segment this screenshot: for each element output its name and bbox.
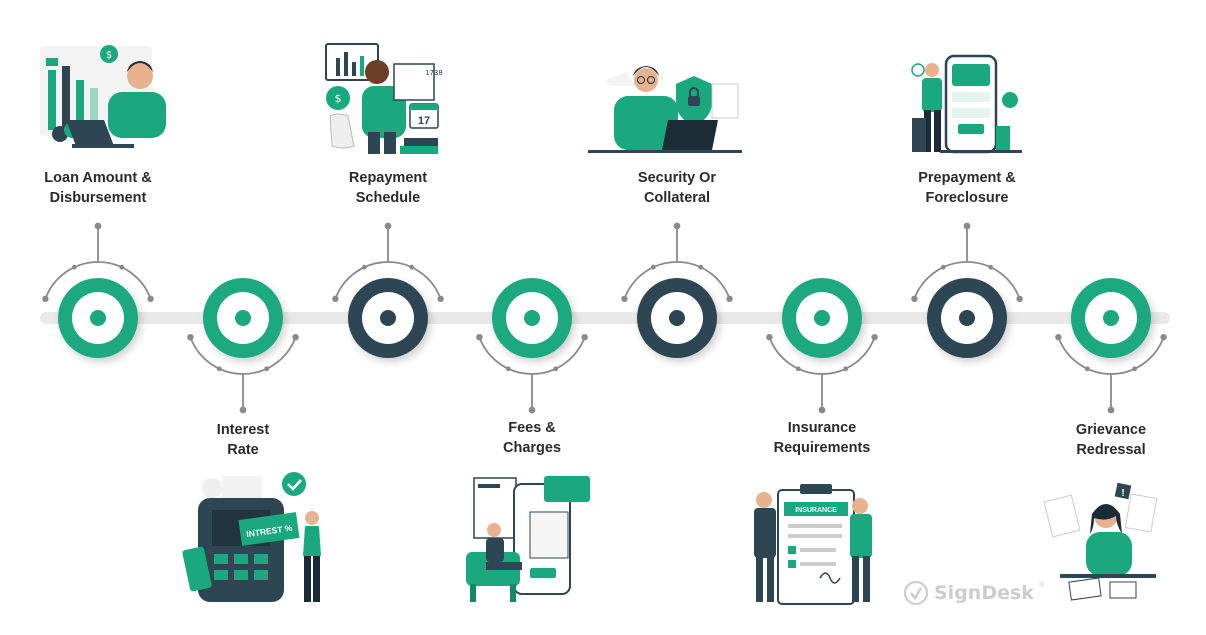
step-label-line1: Insurance [787, 420, 857, 436]
connector-7 [911, 222, 1023, 302]
connector-8 [1055, 334, 1167, 414]
step-label-line2: Requirements [773, 440, 871, 456]
brand-logo: SignDesk ® [903, 578, 1045, 608]
connector-6 [766, 334, 878, 414]
step-label-line2: Schedule [355, 190, 421, 206]
shield-illustration [588, 66, 742, 153]
svg-text:!: ! [1121, 488, 1124, 499]
connector-3 [332, 222, 444, 302]
step-label-line1: Grievance [1075, 422, 1147, 438]
step-label-4: Fees & Charges [447, 418, 617, 458]
svg-text:$: $ [335, 92, 342, 105]
step-label-line1: Repayment [348, 170, 428, 186]
svg-text:$: $ [106, 50, 112, 61]
step-label-line2: Rate [227, 442, 259, 458]
timeline-node-4 [492, 278, 572, 358]
timeline-node-3 [348, 278, 428, 358]
step-label-line1: Loan Amount & [44, 170, 152, 186]
timeline-node-2 [203, 278, 283, 358]
step-label-line2: Disbursement [49, 190, 147, 206]
connector-2 [187, 334, 299, 414]
signdesk-logo-icon [903, 580, 929, 606]
timeline-node-1 [58, 278, 138, 358]
step-label-line2: Collateral [643, 190, 711, 206]
brand-name: SignDesk [934, 582, 1034, 604]
step-label-1: Loan Amount & Disbursement [13, 168, 183, 208]
timeline-node-5 [637, 278, 717, 358]
brand-reg-mark: ® [1038, 580, 1045, 589]
complaint-illustration: ! [1043, 482, 1158, 601]
timeline-bar [40, 312, 1170, 324]
step-label-line2: Redressal [1076, 442, 1146, 458]
connector-5 [621, 222, 733, 302]
connector-4 [476, 334, 588, 414]
step-label-line1: Prepayment & [918, 170, 1016, 186]
insurance-card-text: INSURANCE [795, 507, 837, 514]
step-label-7: Prepayment & Foreclosure [882, 168, 1052, 208]
svg-text:1738: 1738 [425, 69, 443, 77]
step-label-line1: Security Or [637, 170, 717, 186]
invoice-illustration [466, 476, 590, 602]
step-label-line1: Fees & [508, 420, 556, 436]
step-label-line2: Foreclosure [925, 190, 1009, 206]
connector-1 [42, 222, 154, 302]
loan-illustration: $ [40, 45, 166, 148]
svg-text:17: 17 [418, 115, 430, 127]
step-label-5: Security Or Collateral [592, 168, 762, 208]
timeline-node-7 [927, 278, 1007, 358]
timeline-nodes [58, 278, 1151, 358]
step-label-line2: Charges [502, 440, 562, 456]
pos-terminal-illustration: INTREST % [182, 472, 321, 602]
timeline-node-6 [782, 278, 862, 358]
mobile-payment-illustration [911, 54, 1022, 154]
connectors [42, 222, 1167, 414]
timeline-node-8 [1071, 278, 1151, 358]
calendar-illustration: $ 1738 17 [325, 43, 443, 154]
step-label-line1: Interest [216, 422, 270, 438]
insurance-clipboard-illustration: INSURANCE [754, 484, 872, 605]
